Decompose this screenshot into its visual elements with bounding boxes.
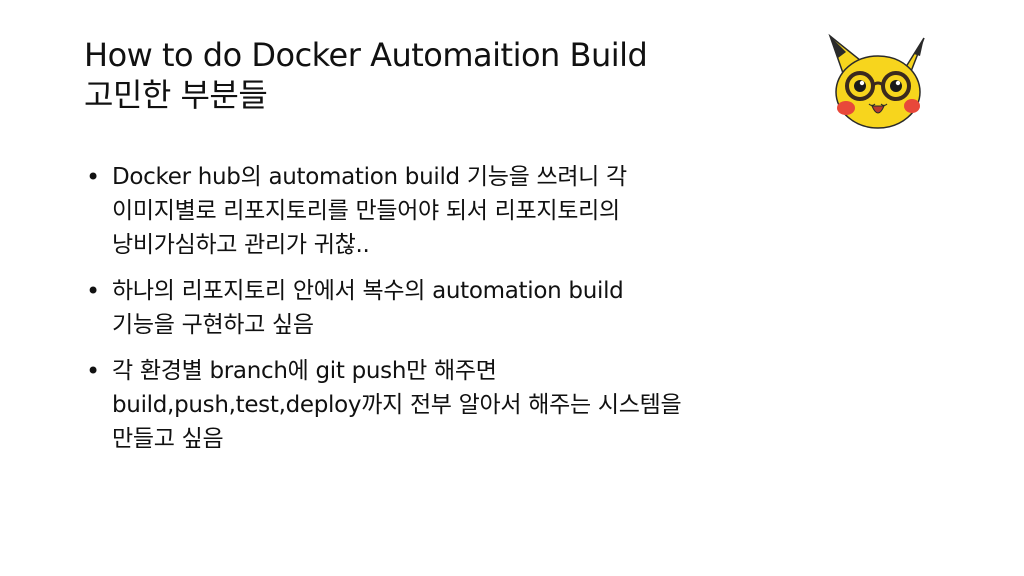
bullet-dot: •	[86, 357, 101, 385]
bullet-line: 기능을 구현하고 싶음	[112, 312, 314, 338]
bullet-line: 낭비가심하고 관리가 귀찮..	[112, 232, 370, 258]
bullet-item: • Docker hub의 automation build 기능을 쓰려니 각…	[84, 160, 944, 262]
bullet-list: • Docker hub의 automation build 기능을 쓰려니 각…	[84, 160, 944, 468]
bullet-line: build,push,test,deploy까지 전부 알아서 해주는 시스템을	[112, 392, 682, 418]
bullet-text: 각 환경별 branch에 git push만 해주면 build,push,t…	[112, 354, 944, 456]
title-line-korean: 고민한 부분들	[84, 76, 268, 114]
bullet-text: 하나의 리포지토리 안에서 복수의 automation build 기능을 구…	[112, 274, 944, 342]
title-line-english: How to do Docker Automaition Build	[84, 36, 648, 74]
bullet-line: 하나의 리포지토리 안에서 복수의 automation build	[112, 278, 624, 304]
bullet-line: 각 환경별 branch에 git push만 해주면	[112, 358, 497, 384]
bullet-line: Docker hub의 automation build 기능을 쓰려니 각	[112, 164, 627, 190]
bullet-line: 만들고 싶음	[112, 426, 224, 452]
slide-title: How to do Docker Automaition Build 고민한 부…	[84, 36, 784, 114]
bullet-item: • 하나의 리포지토리 안에서 복수의 automation build 기능을…	[84, 274, 944, 342]
bullet-line: 이미지별로 리포지토리를 만들어야 되서 리포지토리의	[112, 198, 620, 224]
bullet-dot: •	[86, 277, 101, 305]
pikachu-with-glasses-icon	[826, 30, 928, 130]
bullet-text: Docker hub의 automation build 기능을 쓰려니 각 이…	[112, 160, 944, 262]
bullet-item: • 각 환경별 branch에 git push만 해주면 build,push…	[84, 354, 944, 456]
bullet-dot: •	[86, 163, 101, 191]
